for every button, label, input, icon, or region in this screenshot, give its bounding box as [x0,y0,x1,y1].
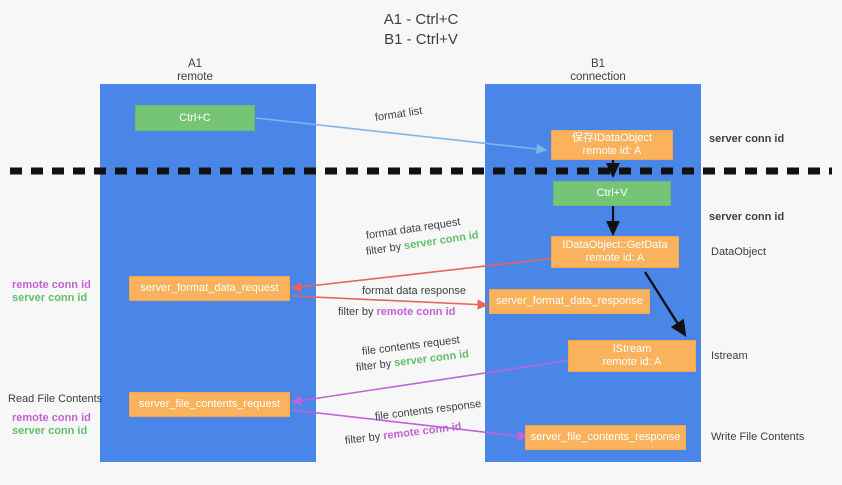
node-server-format-data-response[interactable]: server_format_data_response [489,289,650,314]
right-annotation-istream: Istream [711,350,748,362]
lane-a1-sub: remote [177,71,213,83]
edge-label-format-data-response: format data response [362,285,466,297]
right-annotation-server-conn-id-1: server conn id [709,133,785,145]
node-server-file-contents-request[interactable]: server_file_contents_request [129,392,290,417]
node-getdata-title: IDataObject::GetData [562,239,668,251]
node-idataobject-id: remote id: A [582,145,642,157]
lane-a1-name: A1 [187,58,203,70]
filter-prefix: filter by [365,240,405,258]
node-getdata[interactable]: IDataObject::GetData remote id: A [551,236,679,268]
node-getdata-id: remote id: A [585,252,645,264]
title-line-1: A1 - Ctrl+C [383,11,459,28]
lane-header-a1: A1 remote [130,58,260,84]
node-server-file-contents-request-label: server_file_contents_request [138,398,281,410]
left-annotation-group-2: remote conn id server conn id [12,412,91,438]
node-server-format-data-response-label: server_format_data_response [496,295,643,307]
node-server-file-contents-response[interactable]: server_file_contents_response [525,425,686,450]
left-annotation-server-conn-id-2: server conn id [12,425,88,437]
edge-label-file-contents-response: file contents response [374,398,482,423]
filter-prefix: filter by [355,357,395,374]
node-idataobject[interactable]: 保存IDataObject remote id: A [551,130,673,160]
left-annotation-group-1: remote conn id server conn id [12,279,91,305]
node-ctrl-v-label: Ctrl+V [596,187,628,199]
edge-label-format-list: format list [374,105,424,124]
lane-header-b1: B1 connection [533,58,663,84]
node-istream[interactable]: IStream remote id: A [568,340,696,372]
left-annotation-read-file-contents: Read File Contents [8,393,103,405]
left-annotation-server-conn-id-1: server conn id [12,292,88,304]
node-ctrl-v[interactable]: Ctrl+V [553,181,671,206]
node-istream-title: IStream [612,343,652,355]
filter-prefix: filter by [344,430,384,447]
right-annotation-dataobject: DataObject [711,246,767,258]
node-server-format-data-request[interactable]: server_format_data_request [129,276,290,301]
filter-key-remote-conn-id: remote conn id [382,420,463,443]
node-ctrl-c-label: Ctrl+C [179,111,211,124]
lane-b1-name: B1 [590,58,606,70]
edge-label-format-data-response-filter: filter by remote conn id [338,305,455,319]
right-annotation-server-conn-id-2: server conn id [709,211,785,223]
title-line-2: B1 - Ctrl+V [384,31,458,48]
left-annotation-remote-conn-id-2: remote conn id [12,412,91,424]
node-server-file-contents-response-label: server_file_contents_response [530,431,681,443]
diagram-title: A1 - Ctrl+C B1 - Ctrl+V [0,10,842,50]
left-annotation-remote-conn-id-1: remote conn id [12,279,91,291]
edge-label-file-contents-response-filter: filter by remote conn id [344,420,462,448]
node-idataobject-title: 保存IDataObject [571,132,653,144]
right-annotation-write-file-contents: Write File Contents [711,431,805,443]
node-ctrl-c[interactable]: Ctrl+C [135,105,255,131]
node-istream-id: remote id: A [602,356,662,368]
lane-b1-sub: connection [570,71,626,83]
filter-prefix: filter by [338,306,377,318]
filter-key-remote-conn-id: remote conn id [376,306,456,318]
node-server-format-data-request-label: server_format_data_request [140,282,279,294]
